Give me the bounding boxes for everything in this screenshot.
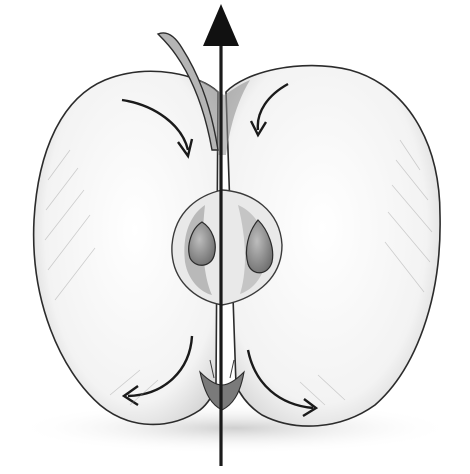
- shadow: [15, 402, 455, 454]
- axis-arrowhead: [203, 4, 239, 46]
